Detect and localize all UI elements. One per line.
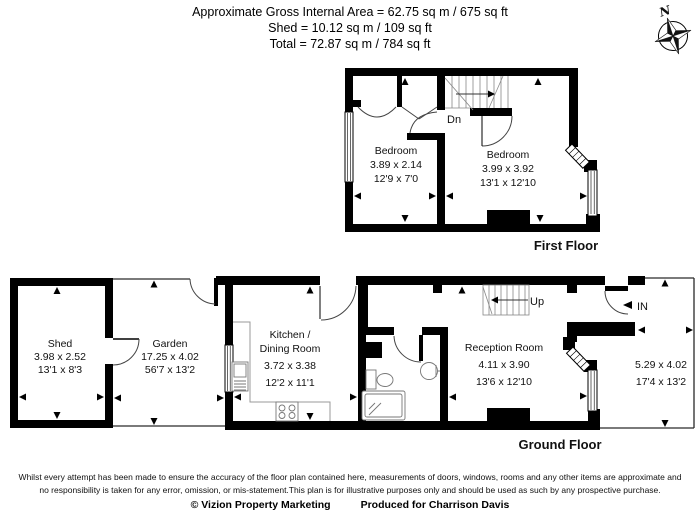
compass-north-label: N	[657, 3, 674, 20]
ground-floor-labels: Up Shed 3.98 x 2.52 13'1 x 8'3 Garden 17…	[34, 296, 687, 452]
shower-tray-icon	[361, 390, 406, 421]
front-door-arc	[604, 290, 629, 315]
bedroom-right-name: Bedroom	[487, 149, 530, 161]
reception-metric: 4.11 x 3.90	[478, 359, 529, 371]
compass-rose-icon: N	[654, 3, 692, 55]
gross-internal-area-text: Approximate Gross Internal Area = 62.75 …	[192, 5, 508, 19]
entrance-marker: IN	[623, 301, 648, 313]
stairs-up-label: Up	[530, 296, 544, 308]
front-garden-metric: 5.29 x 4.02	[635, 359, 687, 371]
wash-basin-icon	[420, 362, 440, 380]
first-floor-title: First Floor	[534, 238, 598, 253]
bedroom-right-metric: 3.99 x 3.92	[482, 163, 534, 175]
bedroom-right-door-arc	[481, 115, 513, 147]
produced-for-text: Produced for Charrison Davis	[360, 499, 510, 511]
bedroom-left-metric: 3.89 x 2.14	[370, 159, 422, 171]
stairs-direction-arrow-gf	[491, 296, 498, 304]
bedroom-left-imperial: 12'9 x 7'0	[374, 173, 418, 185]
first-floor-doors	[357, 106, 513, 147]
first-floor-plan: Dn Bedroom 3.89 x 2.14 12'9 x 7'0 Bedroo…	[344, 68, 600, 253]
kitchen-imperial: 12'2 x 11'1	[265, 377, 315, 389]
bedroom-left-window	[344, 111, 354, 183]
bay-front-window-ff	[587, 169, 598, 217]
stairs-down-label: Dn	[447, 114, 461, 126]
first-floor-stairs	[444, 75, 509, 111]
reception-imperial: 13'6 x 12'10	[476, 376, 532, 388]
closet-bifold-doors	[401, 106, 438, 120]
reception-name: Reception Room	[465, 342, 543, 354]
first-floor-walls	[345, 68, 600, 232]
disclaimer-line1: Whilst every attempt has been made to en…	[18, 472, 682, 482]
copyright-text: © Vizion Property Marketing	[190, 499, 331, 511]
ground-floor-title: Ground Floor	[518, 437, 601, 452]
garden-imperial: 56'7 x 13'2	[145, 364, 195, 376]
back-door-arc	[320, 285, 357, 321]
shed-door	[112, 338, 140, 366]
bedroom-left-door-arc	[409, 111, 438, 134]
ground-floor-plan: IN Up Shed 3.98 x 2.52 13'1 x 8'3 Garden	[10, 276, 695, 452]
shed-name: Shed	[48, 338, 73, 350]
kitchen-metric: 3.72 x 3.38	[264, 360, 316, 372]
kitchen-counter	[233, 321, 331, 421]
footer: Whilst every attempt has been made to en…	[0, 471, 700, 511]
entrance-arrow-icon	[623, 301, 632, 309]
bay-front-window-gf	[587, 369, 598, 412]
garden-metric: 17.25 x 4.02	[141, 351, 199, 363]
shed-metric: 3.98 x 2.52	[34, 351, 86, 363]
closet-door-arc-left	[357, 106, 397, 118]
ground-floor-doors	[319, 285, 629, 363]
garden-name: Garden	[152, 338, 187, 350]
garden-fences	[113, 277, 695, 429]
bathroom-fixtures	[361, 362, 440, 421]
total-area-text: Total = 72.87 sq m / 784 sq ft	[269, 37, 431, 51]
area-summary: Approximate Gross Internal Area = 62.75 …	[0, 4, 700, 52]
bathroom-door-arc	[393, 335, 422, 363]
stairs-direction-arrow-ff	[488, 90, 495, 98]
shed-walls	[10, 278, 113, 428]
shed-imperial: 13'1 x 8'3	[38, 364, 82, 376]
bedroom-left-name: Bedroom	[375, 145, 418, 157]
disclaimer-line2: no responsibility is taken for any error…	[39, 484, 661, 495]
kitchen-name-line2: Dining Room	[260, 343, 321, 355]
kitchen-hob-icon	[275, 401, 299, 422]
toilet-icon	[365, 369, 394, 390]
bay-diagonal-window-gf	[565, 346, 592, 372]
kitchen-fixtures	[231, 321, 331, 422]
first-floor-labels: Dn Bedroom 3.89 x 2.14 12'9 x 7'0 Bedroo…	[370, 114, 598, 253]
kitchen-name-line1: Kitchen /	[270, 329, 311, 341]
ground-floor-windows	[224, 344, 598, 412]
first-floor-dimension-arrows	[354, 78, 587, 222]
bedroom-right-imperial: 13'1 x 12'10	[480, 177, 536, 189]
ground-floor-dimension-arrows	[19, 279, 693, 427]
first-floor-windows	[344, 111, 598, 217]
shed-area-text: Shed = 10.12 sq m / 109 sq ft	[268, 21, 432, 35]
garden-gate	[189, 278, 218, 306]
bay-diagonal-window-ff	[564, 143, 591, 169]
kitchen-sink-icon	[231, 361, 249, 392]
front-garden-imperial: 17'4 x 13'2	[636, 376, 686, 388]
ground-floor-stairs	[482, 284, 530, 316]
entrance-in-label: IN	[637, 301, 648, 313]
